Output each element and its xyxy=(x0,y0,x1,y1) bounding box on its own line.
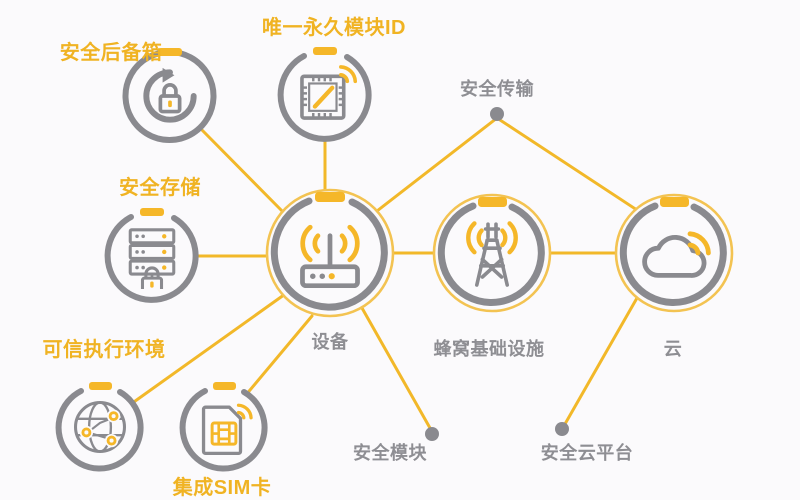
node-top-dash-moduleid xyxy=(313,47,337,55)
label-secure-cloud-platform: 安全云平台 xyxy=(540,443,634,463)
node-trusted-execution-env[interactable] xyxy=(55,382,144,472)
node-top-dash-storage xyxy=(140,208,164,216)
node-top-dash-tee xyxy=(89,382,112,390)
node-top-dash-device xyxy=(315,192,345,202)
link-tee-to-device xyxy=(129,290,290,406)
node-top-dash-cloud xyxy=(660,197,689,207)
link-device-to-module-dot xyxy=(360,306,432,430)
node-cellular-infrastructure[interactable] xyxy=(432,193,552,313)
node-secure-backup-box[interactable] xyxy=(122,48,217,143)
node-unique-module-id[interactable] xyxy=(277,47,372,142)
node-secure-storage[interactable] xyxy=(104,208,199,303)
node-top-dash-sim xyxy=(213,382,236,390)
label-integrated-sim-card: 集成SIM卡 xyxy=(172,477,272,499)
label-cellular-infrastructure: 蜂窝基础设施 xyxy=(433,339,545,359)
link-sim-to-device xyxy=(243,314,314,398)
label-device: 设备 xyxy=(311,332,349,352)
node-cloud[interactable] xyxy=(614,193,734,313)
label-trusted-execution-env: 可信执行环境 xyxy=(42,339,166,361)
link-device-to-transmission-dot xyxy=(375,116,499,213)
label-secure-backup-box: 安全后备箱 xyxy=(59,42,163,64)
label-secure-transmission: 安全传输 xyxy=(460,79,534,99)
node-integrated-sim-card[interactable] xyxy=(179,382,268,472)
node-device[interactable] xyxy=(265,188,395,318)
secure-cloud-platform-dot[interactable] xyxy=(555,422,569,436)
label-cloud: 云 xyxy=(663,339,683,359)
security-module-dot[interactable] xyxy=(425,427,439,441)
label-unique-module-id: 唯一永久模块ID xyxy=(262,17,406,39)
link-transmission-dot-to-cloud xyxy=(495,116,642,214)
secure-transmission-dot[interactable] xyxy=(490,107,504,121)
link-cloud-to-platform-dot xyxy=(563,296,639,426)
link-backup-to-device xyxy=(200,128,290,219)
label-security-module: 安全模块 xyxy=(353,443,427,463)
node-top-dash-backup xyxy=(158,48,182,56)
label-secure-storage: 安全存储 xyxy=(119,177,201,199)
connection-lines xyxy=(129,116,642,430)
node-top-dash-cellular xyxy=(478,197,507,207)
